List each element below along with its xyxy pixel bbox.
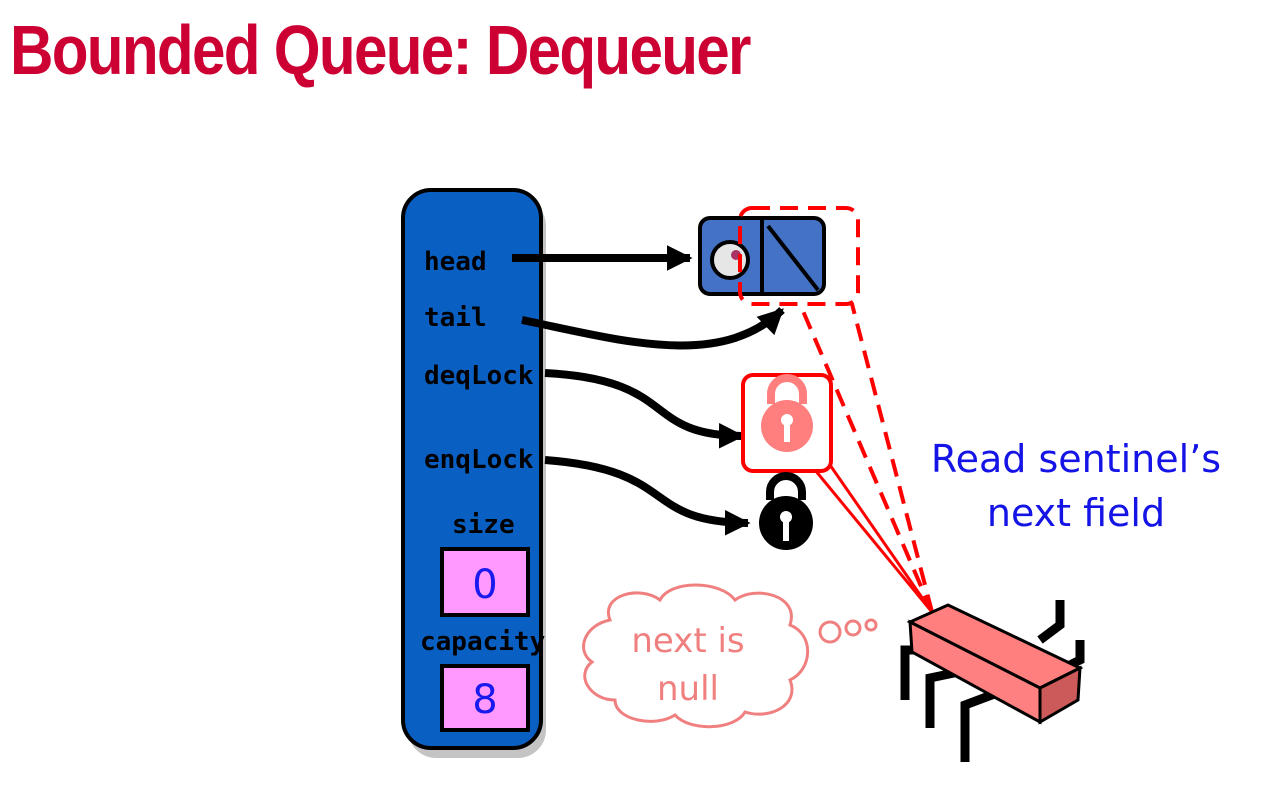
- sight-line-node-b: [850, 303, 934, 613]
- sight-line-lock-b: [828, 464, 934, 613]
- next-field-highlight: [738, 206, 860, 306]
- head-field-label: head: [424, 247, 487, 277]
- sight-line-lock-a: [813, 469, 934, 613]
- deqlock-field-label: deqLock: [424, 361, 534, 391]
- size-box: 0: [440, 547, 530, 617]
- caption-line-2: next field: [987, 491, 1165, 535]
- thought-cloud-icon: next is null: [582, 583, 878, 729]
- enq-lock-icon: [759, 472, 813, 550]
- page-title: Bounded Queue: Dequeuer: [10, 11, 751, 89]
- capacity-box: 8: [440, 664, 530, 732]
- size-value: 0: [472, 562, 497, 608]
- thread-bug-icon: [900, 600, 1085, 762]
- enqlock-field-label: enqLock: [424, 445, 534, 475]
- sentinel-node-icon: [698, 216, 826, 296]
- size-label: size: [452, 510, 515, 540]
- thought-line-1: next is: [631, 621, 744, 661]
- capacity-value: 8: [472, 677, 497, 723]
- capacity-label: capacity: [420, 627, 545, 657]
- tail-pointer: [521, 307, 785, 350]
- tail-field-label: tail: [424, 303, 487, 333]
- enqlock-pointer: [544, 456, 751, 536]
- deqlock-pointer: [544, 369, 745, 449]
- caption-line-1: Read sentinel’s: [931, 437, 1221, 481]
- thought-line-2: null: [657, 669, 719, 709]
- deq-lock-icon: [741, 373, 833, 473]
